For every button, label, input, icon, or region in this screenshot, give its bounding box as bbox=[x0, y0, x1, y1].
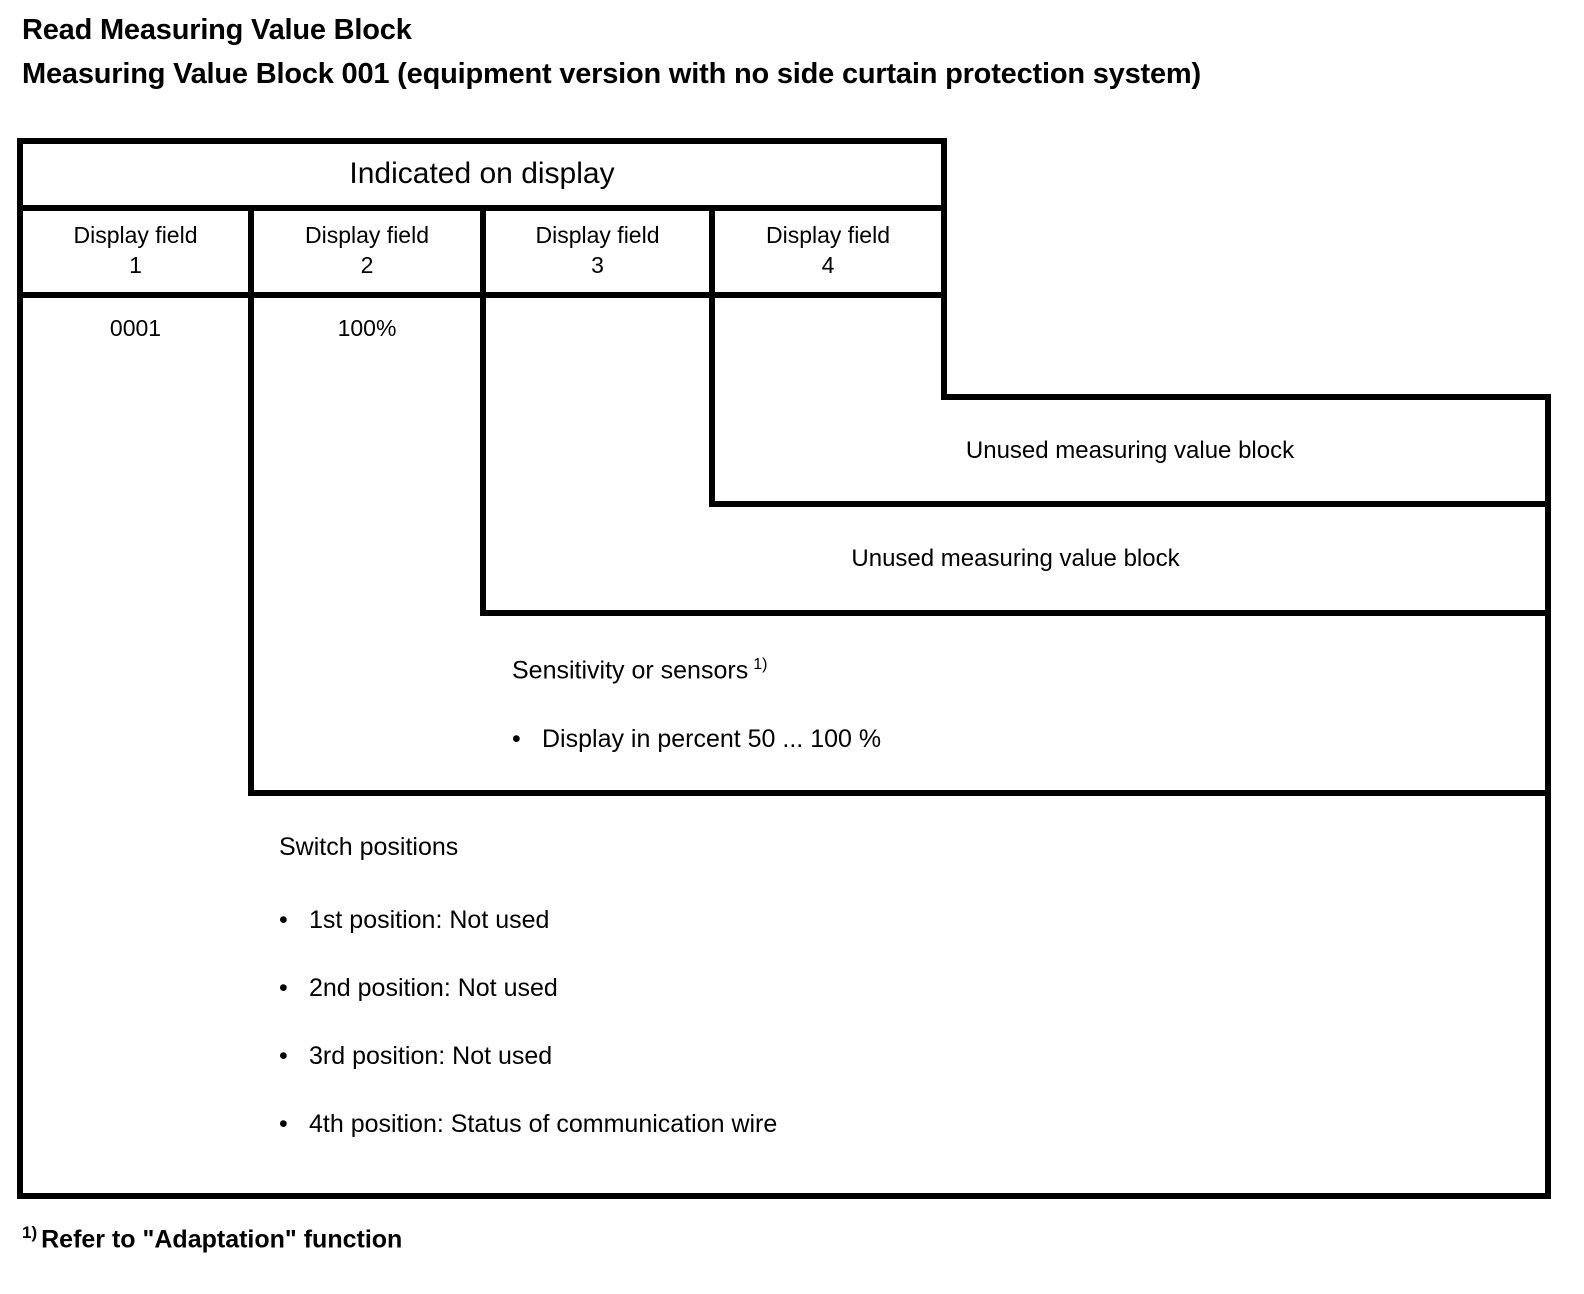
field2-heading-label: Sensitivity or sensors bbox=[512, 656, 749, 685]
column-header-4-label: Display field bbox=[766, 222, 890, 248]
field1-bullet-label-1: 1st position: Not used bbox=[309, 906, 550, 934]
footnote: 1)Refer to "Adaptation" function bbox=[22, 1223, 402, 1254]
column-header-4: Display field 4 bbox=[712, 220, 944, 281]
column-header-3-number: 3 bbox=[591, 252, 604, 279]
bullet-point-icon: • bbox=[279, 1110, 288, 1138]
cell-value-field-2: 100% bbox=[337, 315, 397, 341]
footnote-text: Refer to "Adaptation" function bbox=[41, 1225, 403, 1254]
field1-bullet-label-2: 2nd position: Not used bbox=[309, 974, 558, 1002]
bullet-point-icon: • bbox=[512, 725, 521, 754]
cell-value-field-1: 0001 bbox=[109, 315, 162, 341]
field1-heading: Switch positions bbox=[279, 833, 459, 861]
field1-bullet-item-4: • 4th position: Status of communication w… bbox=[279, 1110, 777, 1139]
column-header-1-label: Display field bbox=[73, 222, 198, 248]
column-header-1: Display field 1 bbox=[20, 220, 251, 281]
field1-bullet-item-3: • 3rd position: Not used bbox=[279, 1042, 777, 1071]
column-header-2-label: Display field bbox=[305, 222, 429, 248]
bullet-point-icon: • bbox=[279, 1042, 288, 1070]
field1-bullet-item-2: • 2nd position: Not used bbox=[279, 974, 777, 1003]
field1-bullet-label-4: 4th position: Status of communication wi… bbox=[309, 1110, 778, 1138]
bullet-point-icon: • bbox=[279, 906, 288, 934]
field3-unused-block-caption: Unused measuring value block bbox=[851, 545, 1180, 572]
field1-bullet-item-1: • 1st position: Not used bbox=[279, 906, 777, 935]
field2-footnote-mark: 1) bbox=[753, 656, 768, 673]
field1-content: Switch positions • 1st position: Not used… bbox=[279, 833, 777, 1139]
footnote-mark: 1) bbox=[22, 1223, 38, 1242]
column-header-3-label: Display field bbox=[535, 222, 660, 248]
page-title-primary: Read Measuring Value Block bbox=[22, 14, 412, 46]
bullet-point-icon: • bbox=[279, 974, 288, 1002]
field1-bullet-label-3: 3rd position: Not used bbox=[309, 1042, 553, 1070]
field3-step-divider bbox=[709, 292, 1551, 507]
column-header-1-number: 1 bbox=[129, 252, 142, 279]
banner-label: Indicated on display bbox=[349, 157, 615, 190]
column-header-4-number: 4 bbox=[821, 252, 835, 279]
field2-bullet-label: Display in percent 50 ... 100 % bbox=[542, 725, 882, 754]
field1-step-divider bbox=[248, 292, 1551, 796]
column-header-2: Display field 2 bbox=[251, 220, 483, 281]
field2-bullet-item: • Display in percent 50 ... 100 % bbox=[512, 725, 881, 754]
column-header-2-number: 2 bbox=[360, 252, 374, 279]
page-title-secondary: Measuring Value Block 001 (equipment ver… bbox=[22, 58, 1201, 90]
field4-unused-block-caption: Unused measuring value block bbox=[965, 437, 1295, 464]
column-header-3: Display field 3 bbox=[483, 220, 712, 281]
